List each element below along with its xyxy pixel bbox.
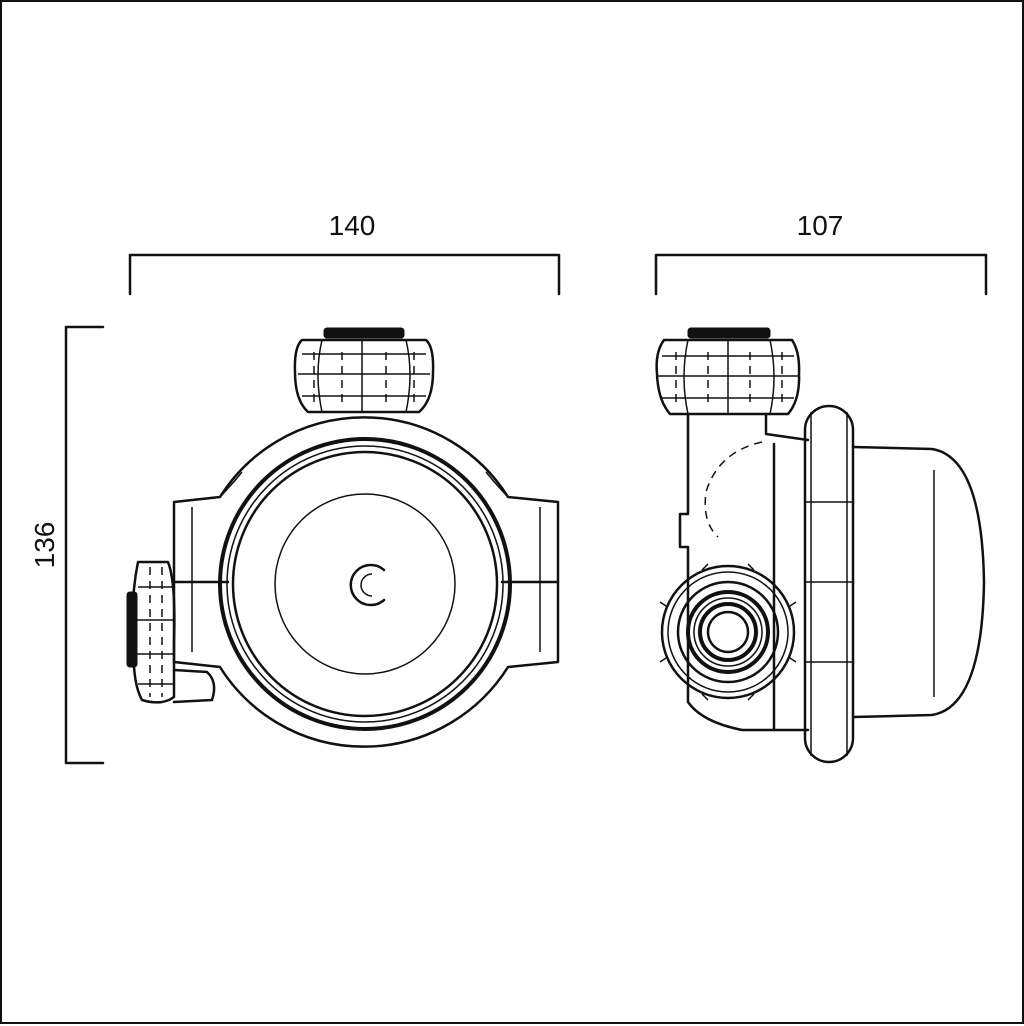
front-left-connector-nut bbox=[126, 560, 216, 704]
dimension-height: 136 bbox=[29, 325, 105, 765]
dimension-label-height: 136 bbox=[29, 522, 60, 569]
dimension-line-height bbox=[64, 325, 105, 765]
side-view bbox=[655, 327, 986, 764]
front-top-connector-nut bbox=[293, 327, 435, 414]
front-center-disc bbox=[274, 493, 456, 675]
side-dome-housing bbox=[851, 445, 986, 719]
side-port-fitting bbox=[659, 563, 797, 701]
dimension-line-side-depth bbox=[654, 253, 988, 296]
front-view bbox=[126, 327, 560, 748]
dimension-label-front-width: 140 bbox=[329, 210, 376, 241]
side-clamp-band bbox=[803, 404, 855, 764]
front-main-housing bbox=[172, 416, 560, 748]
dimension-front-width: 140 bbox=[128, 210, 561, 296]
dimension-side-depth: 107 bbox=[654, 210, 988, 296]
front-ring-inner-edge bbox=[226, 445, 504, 723]
dimension-label-side-depth: 107 bbox=[797, 210, 844, 241]
dimension-line-front-width bbox=[128, 253, 561, 296]
center-c-logo-icon bbox=[349, 563, 386, 607]
front-ring-face bbox=[231, 450, 499, 718]
front-outer-ring bbox=[218, 437, 512, 731]
side-top-connector-nut bbox=[655, 327, 801, 416]
